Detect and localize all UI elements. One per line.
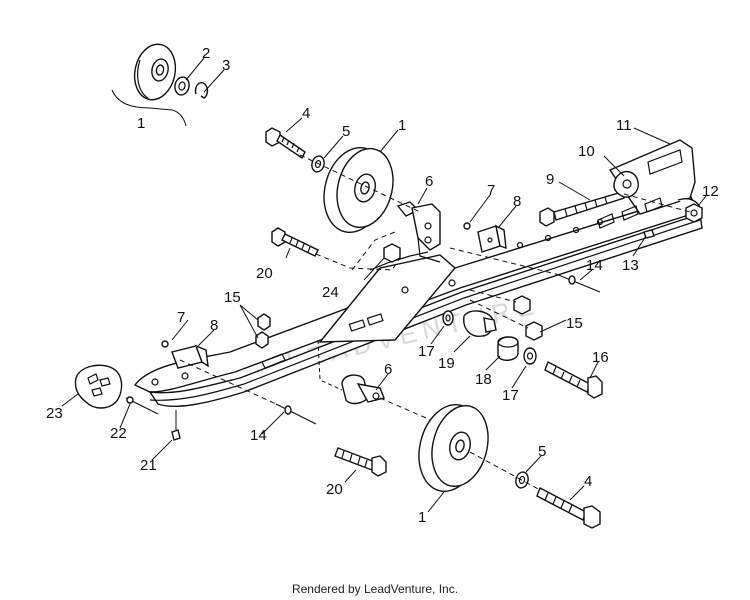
callout-4-lower: 4: [584, 473, 592, 490]
callout-6-upper: 6: [425, 173, 433, 190]
callout-4-upper: 4: [302, 105, 310, 122]
callout-17-left: 17: [418, 343, 435, 360]
leader-lines: [61, 117, 707, 513]
callout-3: 3: [222, 57, 230, 74]
lower-washer-5: [515, 471, 529, 489]
callout-14-upper: 14: [586, 257, 603, 274]
callout-labels: 1 2 3 4 5 1 6 7 8 9 10 11 12 13 20 24 14…: [46, 45, 719, 526]
callout-20-lower: 20: [326, 481, 343, 498]
rear-nut: [685, 203, 703, 223]
idler-wheel-inset: [111, 43, 225, 127]
callout-6-lower: 6: [384, 361, 392, 378]
callout-16: 16: [592, 349, 609, 366]
callout-5-lower: 5: [538, 443, 546, 460]
callout-15-right: 15: [566, 315, 583, 332]
lower-idler-wheel: [418, 403, 489, 493]
upper-spindle-bracket: [396, 201, 441, 263]
callout-7-front: 7: [177, 309, 185, 326]
callout-21: 21: [140, 457, 157, 474]
rear-cam-adjuster: [613, 171, 639, 198]
bolt-16: [544, 361, 603, 399]
callout-14-lower: 14: [250, 427, 267, 444]
spacer-19: [463, 310, 497, 337]
lower-spindle-bracket: [341, 374, 385, 405]
callout-18: 18: [475, 371, 492, 388]
callout-8-upper: 8: [513, 193, 521, 210]
callout-17-right: 17: [502, 387, 519, 404]
callout-15-left: 15: [224, 289, 241, 306]
rear-rivet: [643, 229, 655, 239]
callout-7-upper: 7: [487, 182, 495, 199]
callout-2: 2: [202, 45, 210, 62]
callout-5-upper: 5: [342, 123, 350, 140]
callout-12: 12: [702, 183, 719, 200]
callout-24: 24: [322, 284, 339, 301]
washer-17-left: [442, 310, 454, 326]
upper-slide-block: [477, 224, 507, 253]
callout-1-lower: 1: [418, 509, 426, 526]
mid-nut-24: [383, 243, 401, 263]
nuts-15-left: [255, 313, 271, 349]
upper-screw: [463, 222, 471, 230]
callout-8-front: 8: [210, 317, 218, 334]
callout-20-upper: 20: [256, 265, 273, 282]
callout-11: 11: [616, 117, 632, 134]
parts-diagram: LEADVENTURE: [46, 43, 719, 529]
callout-19: 19: [438, 355, 455, 372]
front-tip-plate-23: [74, 364, 123, 409]
callout-9: 9: [546, 171, 554, 188]
lower-bolt-4: [536, 487, 601, 529]
callout-22: 22: [110, 425, 127, 442]
callout-23: 23: [46, 405, 63, 422]
rear-long-bolt: [539, 191, 625, 227]
front-screw-7: [161, 340, 169, 348]
bushing-18: [497, 336, 519, 361]
front-bolt-22: [125, 396, 159, 415]
lower-bolt-20: [334, 447, 387, 477]
callout-13: 13: [622, 257, 639, 274]
mid-bolt-upper: [271, 227, 319, 257]
callout-1-upper: 1: [398, 117, 406, 134]
front-screw-21: [171, 429, 181, 441]
front-slide-block-8: [171, 344, 209, 369]
callout-1-inset: 1: [137, 115, 145, 132]
upper-bolt: [265, 127, 306, 160]
pin-14-lower: [275, 403, 317, 425]
nut-15-mid: [525, 321, 543, 341]
footer-credit: Rendered by LeadVenture, Inc.: [291, 582, 459, 596]
washer-17-right: [523, 347, 537, 365]
pin-14-upper: [555, 273, 601, 293]
upper-idler-wheel: [323, 146, 394, 234]
callout-10: 10: [578, 143, 595, 160]
nut-15-right: [513, 295, 531, 315]
